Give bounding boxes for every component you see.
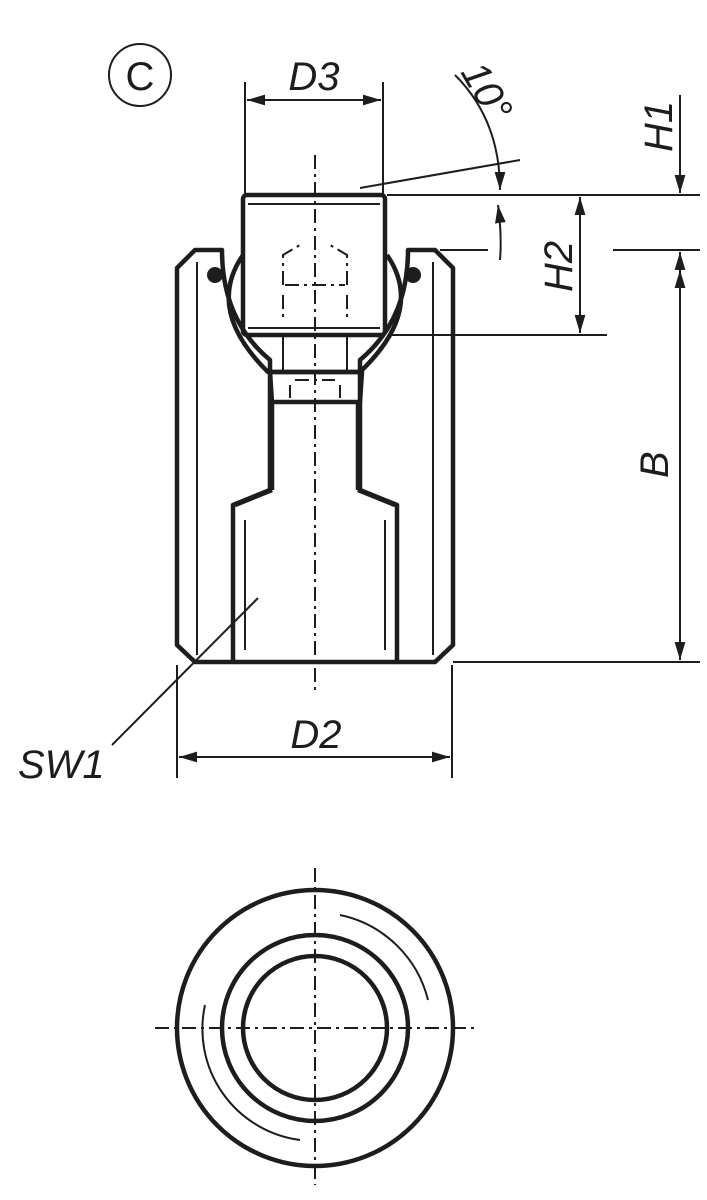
svg-text:H2: H2 [537,241,581,292]
dimension-h1: H1 [637,95,686,270]
svg-text:C: C [126,55,155,99]
label-sw1: SW1 [18,597,259,787]
view-marker-c: C [108,43,172,107]
svg-text:H1: H1 [637,101,681,152]
dimension-d3: D3 [244,55,384,195]
svg-text:B: B [633,451,677,478]
top-view [155,868,475,1185]
svg-text:SW1: SW1 [18,743,105,787]
right-wall-section [357,247,456,665]
svg-text:D3: D3 [288,55,339,99]
svg-text:D2: D2 [290,713,341,757]
svg-text:10°: 10° [452,55,520,129]
dimension-d2: D2 [176,665,453,778]
dimension-h2: H2 [537,197,586,333]
dimension-b: B [633,270,686,660]
